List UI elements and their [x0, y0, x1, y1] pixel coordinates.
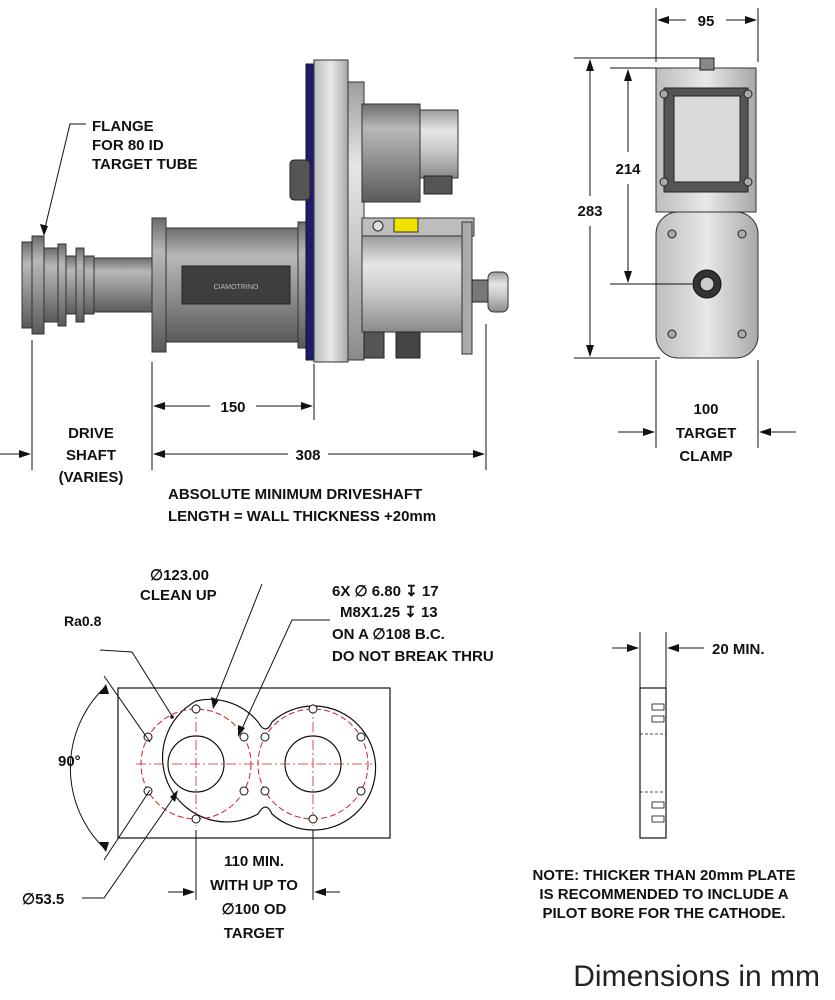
spacing-line2: WITH UP TO	[210, 877, 298, 894]
dim-308: 308	[295, 447, 320, 464]
driveshaft-note-line2: LENGTH = WALL THICKNESS +20mm	[168, 508, 436, 525]
side-view: CIAMOTRINO	[0, 59, 509, 525]
flange-label-line2: FOR 80 ID	[92, 137, 164, 154]
roughness-label: Ra0.8	[64, 613, 102, 629]
holes-spec-line4: DO NOT BREAK THRU	[332, 648, 494, 665]
bore-dia-label: ∅53.5	[22, 891, 64, 908]
units-caption: Dimensions in mm	[573, 960, 820, 993]
note-line1: NOTE: THICKER THAN 20mm PLATE	[532, 867, 795, 884]
mounting-plate	[305, 59, 365, 363]
drive-shaft-line3: (VARIES)	[59, 469, 124, 486]
drive-shaft-line1: DRIVE	[68, 425, 114, 442]
spacing-line4: TARGET	[224, 925, 285, 942]
plate-section: 20 MIN. NOTE: THICKER THAN 20mm PLATE IS…	[532, 632, 796, 922]
note-line2: IS RECOMMENDED TO INCLUDE A	[539, 886, 788, 903]
spacing-line1: 110 MIN.	[224, 853, 284, 870]
clamp-line1: 100	[693, 401, 718, 418]
flange-label-line3: TARGET TUBE	[92, 156, 198, 173]
nameplate: CIAMOTRINO	[214, 284, 259, 291]
thickness-label: 20 MIN.	[712, 641, 765, 658]
clamp-line2: TARGET	[676, 425, 737, 442]
drive-shaft-line2: SHAFT	[66, 447, 116, 464]
yellow-label	[393, 217, 419, 233]
end-view: 95 283 214 100 TARGET CLAMP	[574, 8, 796, 465]
holes-spec-line1: 6X ∅ 6.80 ↧ 17	[332, 583, 439, 600]
spacing-line3: ∅100 OD	[222, 901, 287, 918]
motor	[289, 103, 459, 203]
dim-214: 214	[615, 161, 641, 178]
drive-body: CIAMOTRINO	[151, 217, 315, 353]
plate-view: ∅123.00 CLEAN UP 6X ∅ 6.80 ↧ 17 M8X1.25 …	[22, 567, 494, 942]
note-line3: PILOT BORE FOR THE CATHODE.	[542, 905, 785, 922]
holes-spec-line3: ON A ∅108 B.C.	[332, 626, 445, 643]
flange	[21, 235, 153, 335]
angle-label: 90°	[58, 753, 81, 770]
clamp-line3: CLAMP	[679, 448, 732, 465]
dim-95: 95	[698, 13, 715, 30]
flange-label-line1: FLANGE	[92, 118, 154, 135]
clean-up-label: CLEAN UP	[140, 587, 217, 604]
dim-150: 150	[220, 399, 245, 416]
right-housing	[361, 217, 509, 359]
holes-spec-line2: M8X1.25 ↧ 13	[340, 604, 438, 621]
driveshaft-note-line1: ABSOLUTE MINIMUM DRIVESHAFT	[168, 486, 422, 503]
clean-up-dia: ∅123.00	[150, 567, 209, 584]
dim-283: 283	[577, 203, 602, 220]
